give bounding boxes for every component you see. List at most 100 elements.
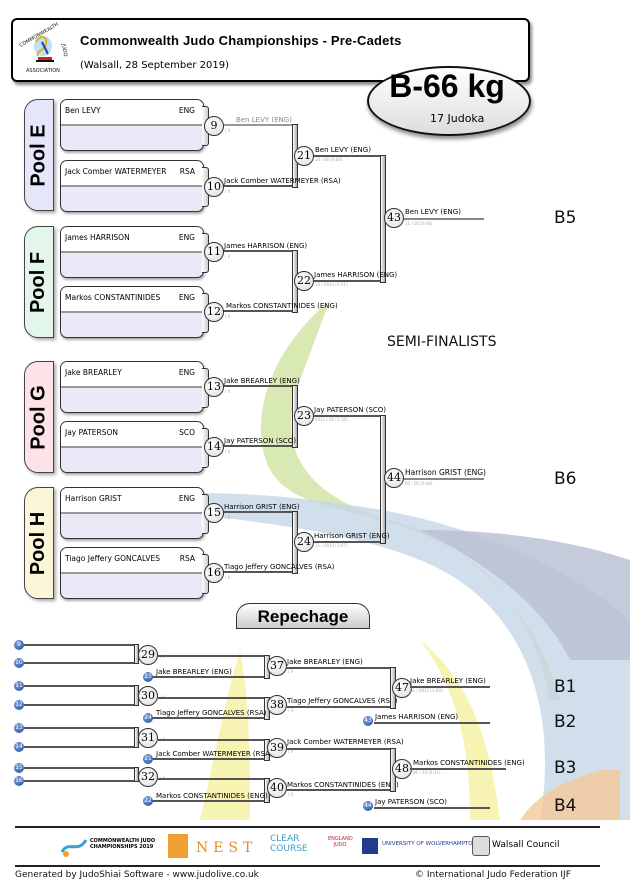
match-winner: Jake BREARLEY (ENG)	[287, 658, 363, 666]
match-number[interactable]: 30	[138, 686, 158, 706]
sponsor-cjc-text: COMMONWEALTH JUDO CHAMPIONSHIPS 2019	[90, 838, 156, 850]
match-number[interactable]: 47	[392, 678, 412, 698]
sponsor-wolverhampton-text: UNIVERSITY OF WOLVERHAMPTON	[382, 841, 477, 847]
match-number[interactable]: 12	[204, 302, 224, 322]
fighter-country: RSA	[179, 554, 195, 563]
match-winner: Tiago Jeffery GONCALVES (RSA)	[224, 563, 335, 571]
match-score: 00 / 00 [0:48]	[405, 481, 433, 486]
bracket-line	[150, 676, 268, 678]
match-number[interactable]: 44	[384, 468, 404, 488]
match-number[interactable]: 11	[204, 242, 224, 262]
label-b5: B5	[554, 208, 577, 228]
cjc-logo-icon	[60, 839, 88, 857]
fighter-name: Jack Comber WATERMEYER	[65, 167, 167, 176]
match-winner: Tiago Jeffery GONCALVES (RSA)	[287, 697, 398, 705]
label-b6: B6	[554, 469, 577, 489]
repechage-entry: Jake BREARLEY (ENG)	[156, 668, 232, 676]
header-box	[11, 18, 530, 82]
match-number[interactable]: 38	[267, 695, 287, 715]
fighter-name: Jake BREARLEY	[65, 368, 122, 377]
event-subtitle: (Walsall, 28 September 2019)	[80, 60, 230, 71]
match-number[interactable]: 40	[267, 778, 287, 798]
svg-text:ASSOCIATION: ASSOCIATION	[26, 68, 60, 74]
label-b2: B2	[554, 712, 577, 732]
match-number[interactable]: 23	[294, 406, 314, 426]
match-winner: Jay PATERSON (SCO)	[224, 437, 297, 445]
match-winner: Ben LEVY (ENG)	[315, 146, 371, 154]
bracket-line	[222, 185, 294, 187]
orange-swoosh	[520, 770, 620, 820]
walsall-crest-icon	[472, 836, 490, 856]
sponsor-walsall: Walsall Council	[472, 836, 562, 858]
weight-class-badge	[367, 66, 531, 136]
bracket-line	[312, 415, 380, 417]
loser-bubble: 16	[14, 776, 24, 786]
pool-f-tab: Pool F	[24, 226, 54, 338]
match-number[interactable]: 43	[384, 208, 404, 228]
bracket-line	[222, 310, 294, 312]
bracket-line	[222, 445, 294, 447]
bracket-line	[222, 385, 294, 387]
match-number[interactable]: 48	[392, 759, 412, 779]
match-number[interactable]: 31	[138, 728, 158, 748]
match-number[interactable]: 39	[267, 738, 287, 758]
generated-by: Generated by JudoShiai Software - www.ju…	[15, 870, 259, 880]
match-number[interactable]: 21	[294, 146, 314, 166]
match-score: / II	[288, 669, 293, 674]
match-number[interactable]: 24	[294, 532, 314, 552]
yellow-swoosh	[200, 650, 250, 820]
bracket-line	[312, 541, 380, 543]
match-number[interactable]: 37	[267, 656, 287, 676]
match-score: / II	[225, 449, 230, 454]
loser-bubble: 14	[14, 742, 24, 752]
fighter-name: Jay PATERSON	[65, 428, 119, 437]
loser-bubble: 10	[14, 658, 24, 668]
match-winner: Harrison GRIST (ENG)	[314, 532, 390, 540]
match-number[interactable]: 15	[204, 503, 224, 523]
from-match-bubble: 21	[143, 754, 153, 764]
match-score: 00 / 10 [0:31]	[413, 770, 441, 775]
repechage-entry: Tiago Jeffery GONCALVES (RSA)	[156, 709, 267, 717]
bracket-line	[158, 697, 268, 699]
match-number[interactable]: 16	[204, 563, 224, 583]
sponsor-england-judo: ENGLAND JUDO	[328, 836, 353, 848]
match-score: 0011 / 01 [1:16]	[315, 417, 348, 422]
loser-bubble: 9	[14, 640, 24, 650]
match-number[interactable]: 22	[294, 271, 314, 291]
bracket-line	[410, 768, 506, 770]
match-number[interactable]: 10	[204, 177, 224, 197]
match-number[interactable]: 9	[204, 116, 224, 136]
footer-divider-2	[15, 865, 600, 867]
from-match-bubble: 24	[143, 713, 153, 723]
bracket-line	[158, 778, 268, 780]
footer-divider	[15, 826, 600, 828]
pool-card[interactable]: Jake BREARLEY ENG	[60, 361, 204, 413]
match-number[interactable]: 32	[138, 767, 158, 787]
match-score: 11 / 00 [0:48]	[405, 221, 433, 226]
repechage-entry: Markos CONSTANTINIDES (ENG)	[156, 792, 268, 800]
match-score: / II	[225, 254, 230, 259]
bracket-line	[286, 748, 394, 750]
page-title: Commonwealth Judo Championships - Pre-Ca…	[80, 33, 402, 48]
match-number[interactable]: 13	[204, 377, 224, 397]
match-score: / II	[225, 515, 230, 520]
bracket-line	[410, 686, 490, 688]
bracket-line	[24, 644, 136, 646]
fighter-country: ENG	[178, 368, 195, 377]
fighter-name: James HARRISON	[65, 233, 130, 242]
match-winner: James HARRISON (ENG)	[314, 271, 398, 279]
match-winner: Harrison GRIST (ENG)	[405, 468, 486, 477]
from-match-bubble: 23	[143, 672, 153, 682]
bracket-line	[24, 767, 136, 769]
match-winner: James HARRISON (ENG)	[224, 242, 308, 250]
match-score: 10 / 00 [0:06]	[315, 157, 343, 162]
match-number[interactable]: 29	[138, 645, 158, 665]
match-number[interactable]: 14	[204, 437, 224, 457]
